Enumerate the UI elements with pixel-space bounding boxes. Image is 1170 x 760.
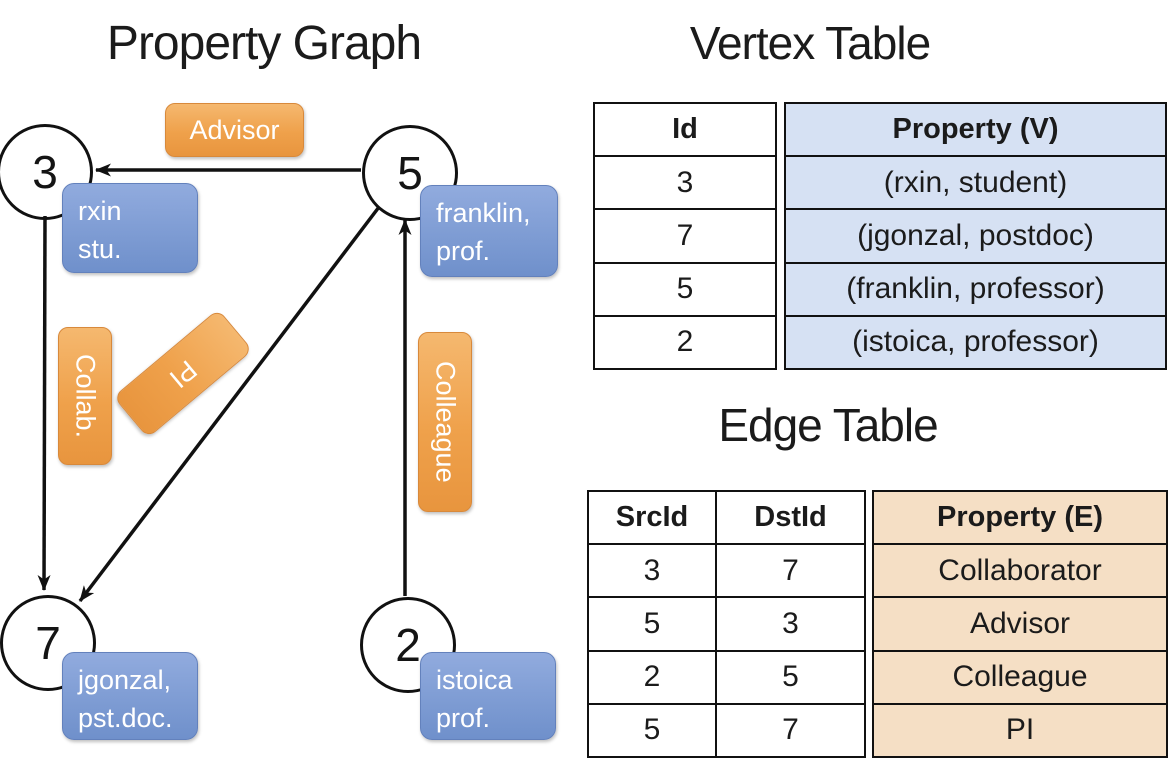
vertex-table-property-header: Property (V) [892, 113, 1059, 146]
edge-table-src-dst-columns: SrcId DstId 3 7 5 3 2 5 5 7 [587, 490, 866, 758]
vertex-property-line: istoica [436, 665, 513, 695]
vertex-table-property-cell: (jgonzal, postdoc) [786, 208, 1165, 261]
edge-table-property-header: Property (E) [937, 501, 1103, 534]
graph-edges-layer [37, 163, 412, 603]
edge-table-property-cell: Collaborator [874, 543, 1166, 596]
edge-table-property-cell: Advisor [874, 596, 1166, 649]
vertex-table-id-cell: 2 [595, 314, 775, 368]
vertex-property-line: prof. [436, 236, 491, 267]
vertex-table-title: Vertex Table [689, 17, 931, 69]
edge-table-dstid-header: DstId [754, 501, 827, 534]
vertex-property-line: prof. [436, 703, 491, 734]
vertex-property-line: stu. [78, 234, 122, 265]
edge-table-srcid-cell: 5 [589, 704, 717, 757]
edge-table-srcid-cell: 5 [589, 598, 717, 650]
edge-table-srcid-cell: 2 [589, 651, 717, 703]
vertex-table-property-cell: (franklin, professor) [786, 261, 1165, 315]
vertex-table-id-cell: 7 [595, 208, 775, 261]
vertex-property-line: pst.doc. [78, 703, 173, 734]
edge-table-property-cell: Colleague [874, 649, 1166, 703]
vertex-table-property-cell: (istoica, professor) [786, 314, 1165, 368]
vertex-property-line: rxin [78, 196, 122, 226]
edge-table-dstid-cell: 7 [782, 553, 799, 587]
vertex-node-3-id: 3 [32, 146, 58, 198]
vertex-property-label-istoica: istoica prof. [420, 652, 556, 740]
edge-table-row: 5 3 [589, 596, 864, 650]
vertex-property-label-franklin: franklin, prof. [420, 185, 558, 277]
vertex-node-7-id: 7 [35, 617, 61, 669]
edge-table-property-column: Property (E) Collaborator Advisor Collea… [872, 490, 1168, 758]
edge-5-to-7-arrow [78, 205, 381, 603]
vertex-table-property-column: Property (V) (rxin, student) (jgonzal, p… [784, 102, 1167, 370]
edge-table-dstid-cell: 7 [782, 713, 799, 747]
edge-table-header-row: SrcId DstId [589, 492, 864, 544]
edge-table-row: 3 7 [589, 543, 864, 597]
edge-table-srcid-cell: 3 [589, 545, 717, 597]
vertex-node-5-id: 5 [397, 147, 423, 199]
vertex-table-id-cell: 5 [595, 261, 775, 315]
edge-table-property-cell: PI [874, 702, 1166, 756]
vertex-property-label-rxin: rxin stu. [62, 183, 198, 273]
vertex-property-label-jgonzal: jgonzal, pst.doc. [62, 652, 198, 740]
edge-label-advisor: Advisor [165, 103, 304, 157]
vertex-node-2-id: 2 [395, 619, 421, 671]
edge-table-srcid-header: SrcId [589, 492, 717, 544]
vertex-property-line: franklin, [436, 198, 531, 228]
vertex-table-property-cell: (rxin, student) [786, 155, 1165, 208]
edge-label-collaborator: Collab. [58, 327, 112, 465]
edge-table-row: 5 7 [589, 702, 864, 757]
edge-table-dstid-cell: 5 [782, 660, 799, 694]
edge-label-colleague: Colleague [418, 332, 472, 512]
vertex-property-line: jgonzal, [78, 665, 172, 695]
edge-3-to-7-arrow [37, 215, 51, 591]
vertex-table-id-cell: 3 [595, 155, 775, 208]
edge-table-row: 2 5 [589, 649, 864, 703]
property-graph-title: Property Graph [106, 17, 422, 70]
vertex-table-id-column: Id 3 7 5 2 [593, 102, 777, 370]
edge-table-dstid-cell: 3 [782, 607, 799, 640]
edge-table-title: Edge Table [718, 399, 938, 451]
vertex-table-id-header: Id [672, 113, 698, 146]
